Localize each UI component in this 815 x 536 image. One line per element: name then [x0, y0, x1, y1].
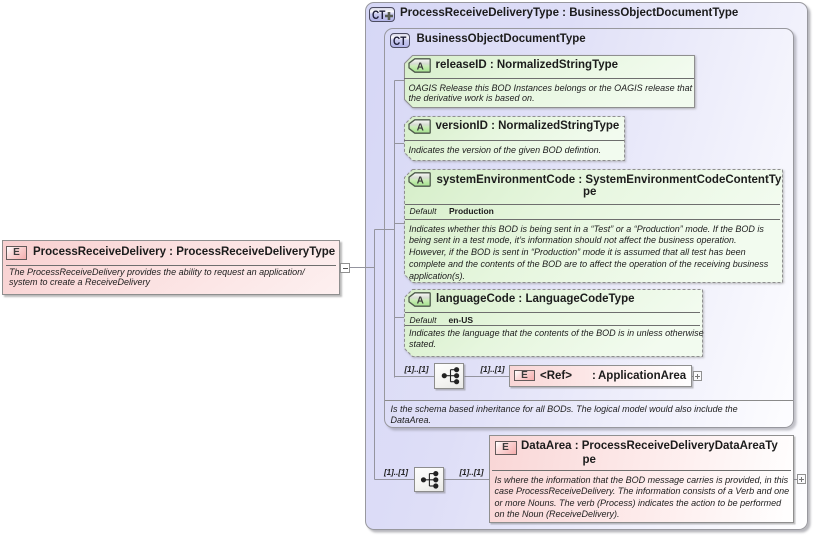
svg-text:A: A: [416, 61, 423, 72]
svg-text:A: A: [416, 175, 423, 186]
svg-text:A: A: [416, 122, 423, 133]
svg-text:A: A: [416, 295, 423, 306]
